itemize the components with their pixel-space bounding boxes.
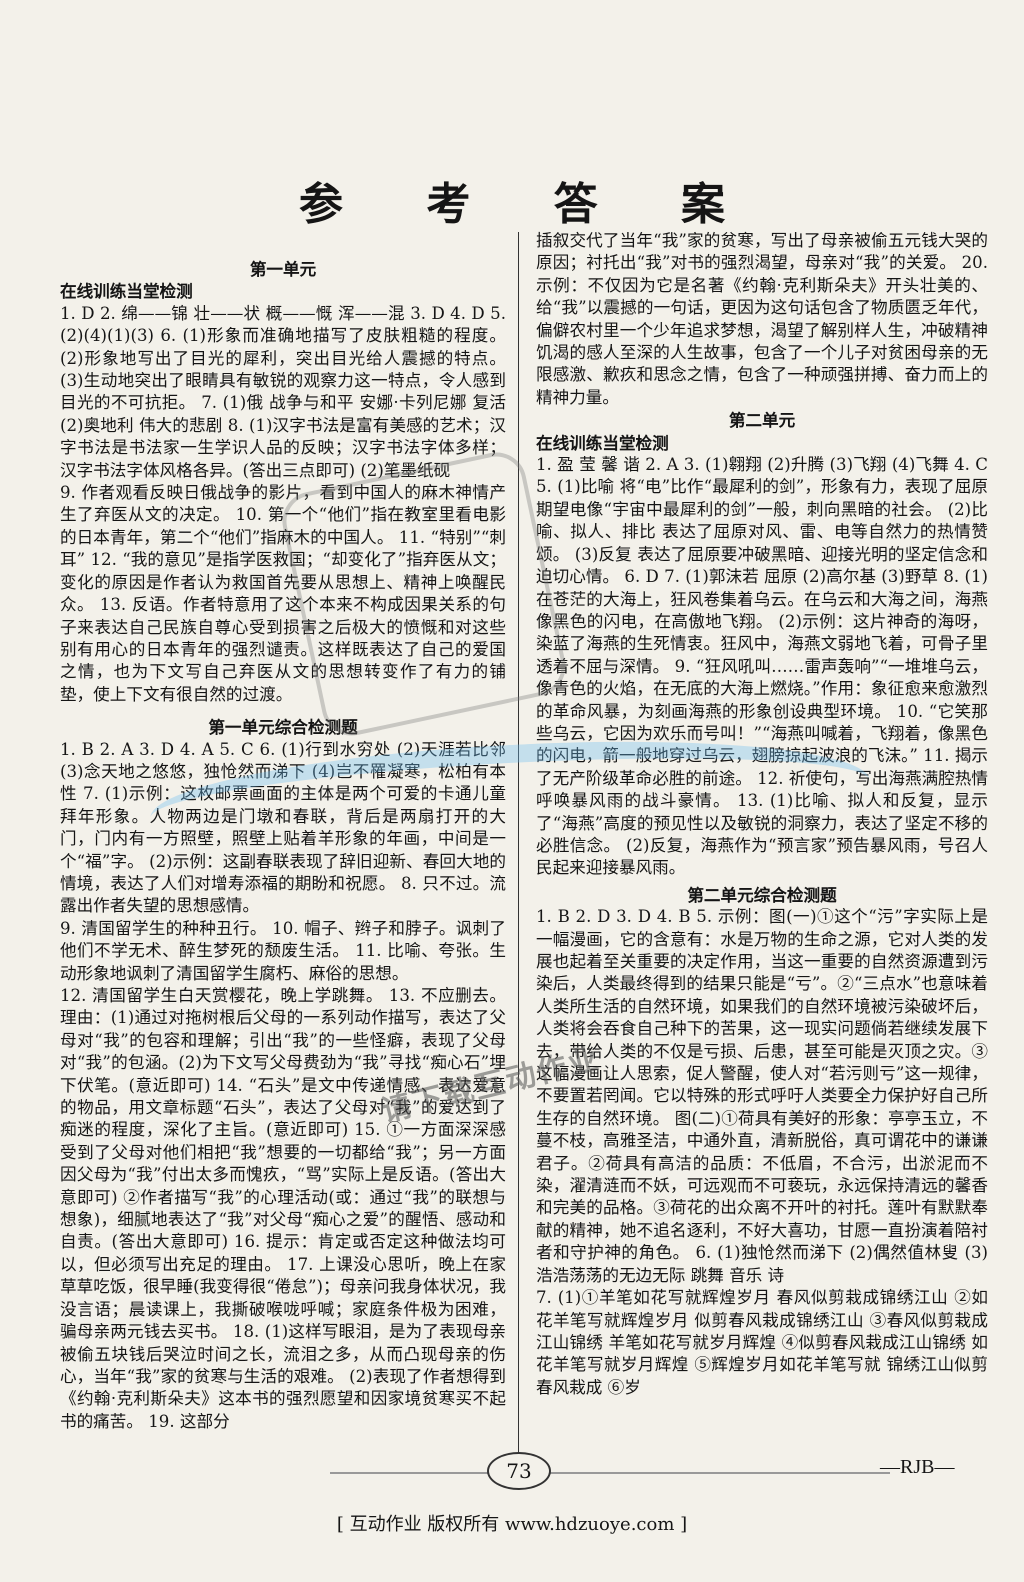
right-column: 插叙交代了当年“我”家的贫寒，写出了母亲被偷五元钱大哭的原因；衬托出“我”对书的… xyxy=(536,230,988,1399)
unit2-test-answers-1: 1. B 2. D 3. D 4. B 5. 示例：图(一)①这个“污”字实际上… xyxy=(536,907,988,1285)
watermark-stamp xyxy=(276,446,572,742)
page-number: 73 xyxy=(487,1452,551,1490)
unit1-answers-2: 9. 作者观看反映日俄战争的影片，看到中国人的麻木神情产生了弃医从文的决定。 1… xyxy=(60,483,506,704)
unit2-test-answers-2: 7. (1)①羊笔如花写就辉煌岁月 春风似剪栽成锦绣江山 ②如花羊笔写就辉煌岁月… xyxy=(536,1288,988,1397)
page-title: 参 考 答 案 xyxy=(299,179,759,230)
copyright-line: [ 互动作业 版权所有 www.hdzuoye.com ] xyxy=(336,1514,688,1535)
unit2-subheading: 在线训练当堂检测 xyxy=(536,432,669,453)
unit2-answers-1: 1. 盈 莹 馨 谐 2. A 3. (1)翱翔 (2)升腾 (3)飞翔 (4)… xyxy=(536,455,988,878)
left-column: 第一单元 在线训练当堂检测 1. D 2. 绵——锦 壮——状 概——慨 浑——… xyxy=(60,258,506,1433)
unit2-test-heading: 第二单元综合检测题 xyxy=(687,884,837,905)
unit1-heading: 第一单元 xyxy=(249,259,317,279)
edition-label: —RJB— xyxy=(880,1456,955,1478)
unit1-test-answers-1: 1. B 2. A 3. D 4. A 5. C 6. (1)行到水穷处 (2)… xyxy=(60,739,506,916)
unit1-test-answers-cont: 插叙交代了当年“我”家的贫寒，写出了母亲被偷五元钱大哭的原因；衬托出“我”对书的… xyxy=(536,231,988,407)
unit1-subheading: 在线训练当堂检测 xyxy=(60,281,193,302)
unit2-heading: 第二单元 xyxy=(728,410,796,431)
footer-rule xyxy=(330,1472,890,1474)
unit1-test-answers-2: 9. 清国留学生的种种丑行。 10. 帽子、辫子和脖子。讽刺了他们不学无术、醉生… xyxy=(60,918,506,983)
unit1-answers-1: 1. D 2. 绵——锦 壮——状 概——慨 浑——混 3. D 4. D 5.… xyxy=(60,303,506,480)
column-divider xyxy=(518,232,519,1454)
unit1-test-heading: 第一单元综合检测题 xyxy=(208,717,358,738)
unit1-test-answers-3: 12. 清国留学生白天赏樱花，晚上学跳舞。 13. 不应删去。理由：(1)通过对… xyxy=(60,986,506,1431)
